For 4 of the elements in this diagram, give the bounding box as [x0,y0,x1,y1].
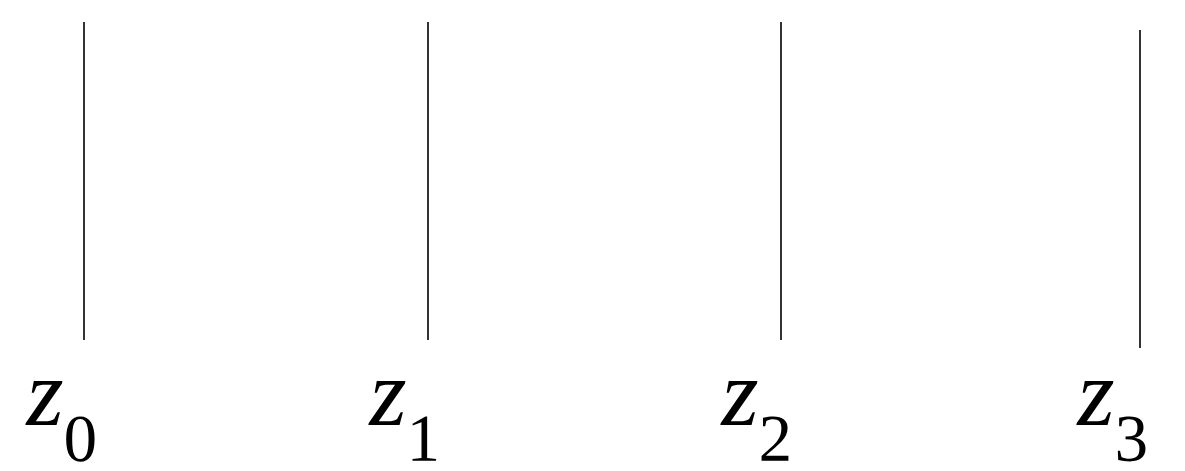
axis-label: z$_{2}$ [720,381,789,461]
axis-label: z$_{3}$ [1076,381,1146,462]
axis-label: z$_{1}$ [368,381,437,461]
axis-label: z$_{0}$ [25,381,95,462]
